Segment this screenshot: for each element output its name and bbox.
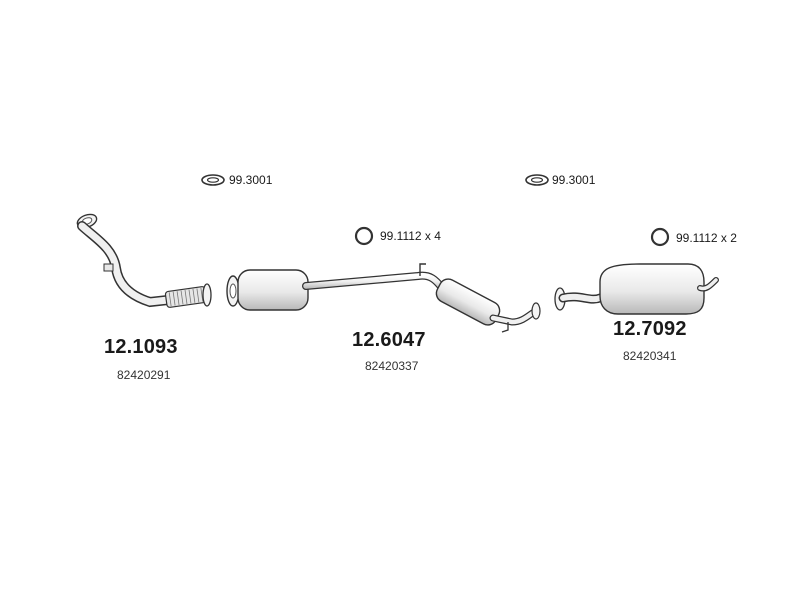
part-code: 12.6047 <box>352 329 426 351</box>
clamp-label: 99.1112 x 2 <box>676 231 737 245</box>
oe-number: 82420291 <box>117 368 171 382</box>
flat-gasket-icon <box>525 174 549 186</box>
flat-gasket-icon <box>201 174 225 186</box>
ring-clamp-icon <box>354 226 374 246</box>
front-downpipe-icon <box>76 213 212 308</box>
center-muffler-assembly-icon <box>226 263 541 333</box>
oe-number: 82420341 <box>623 349 677 363</box>
part-code: 12.1093 <box>104 336 178 358</box>
ring-clamp-icon <box>650 227 670 247</box>
oe-number: 82420337 <box>365 359 419 373</box>
rear-silencer-icon <box>554 263 719 315</box>
clamp-label: 99.1112 x 4 <box>380 229 441 243</box>
part-code: 12.7092 <box>613 318 687 340</box>
gasket-label: 99.3001 <box>229 173 273 187</box>
gasket-label: 99.3001 <box>552 173 596 187</box>
